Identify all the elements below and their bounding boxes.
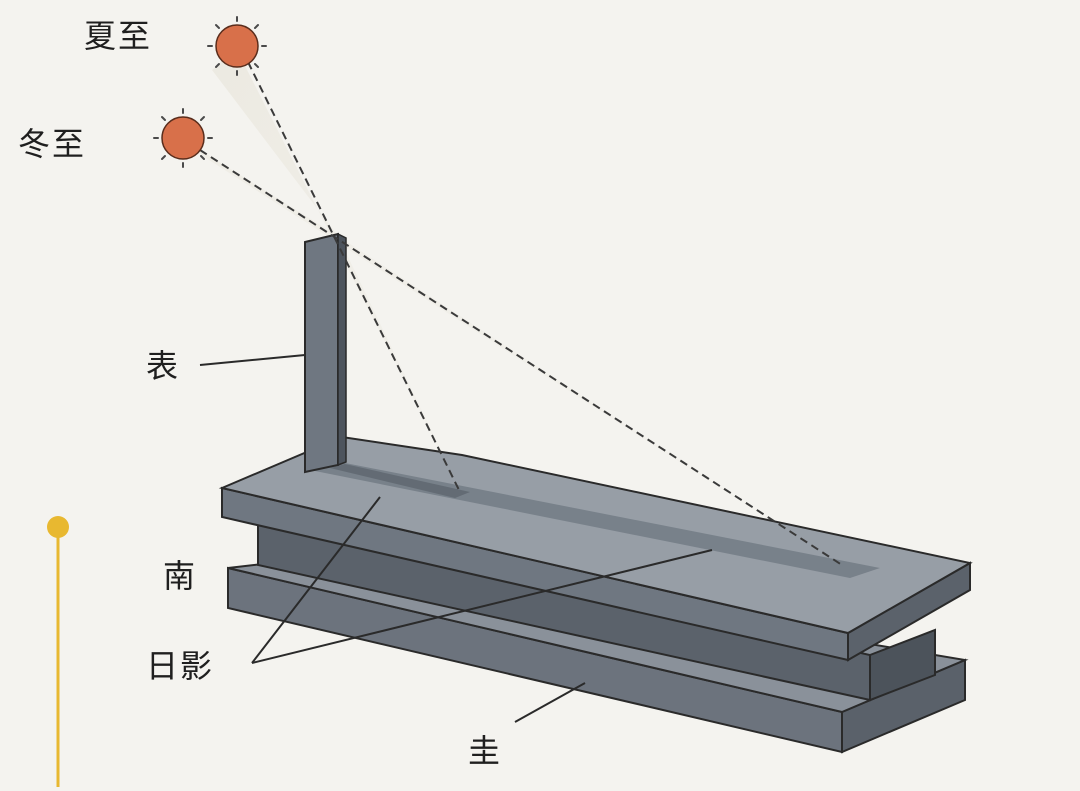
shadow-short	[330, 464, 470, 498]
label-gnomon: 表	[146, 347, 181, 385]
shadow-leader-1	[251, 496, 381, 664]
winter-sun-icon	[153, 108, 213, 168]
gnomon-pillar	[304, 232, 339, 474]
summer-light-beam	[212, 48, 460, 490]
winter-ray	[199, 149, 843, 566]
label-winter-solstice: 冬至	[18, 125, 87, 163]
base-middle-right	[869, 628, 936, 702]
shadow-leader-2	[251, 549, 713, 664]
gnomon-leader	[199, 354, 306, 366]
label-south: 南	[163, 557, 198, 595]
scale-leader	[514, 682, 586, 723]
label-shadow: 日影	[146, 647, 215, 685]
summer-sun-icon	[207, 16, 267, 76]
summer-ray	[247, 61, 461, 493]
timeline-dot	[47, 516, 69, 538]
gnomon-pillar-side	[337, 232, 347, 467]
label-summer-solstice: 夏至	[84, 17, 153, 55]
label-scale: 圭	[468, 732, 503, 770]
